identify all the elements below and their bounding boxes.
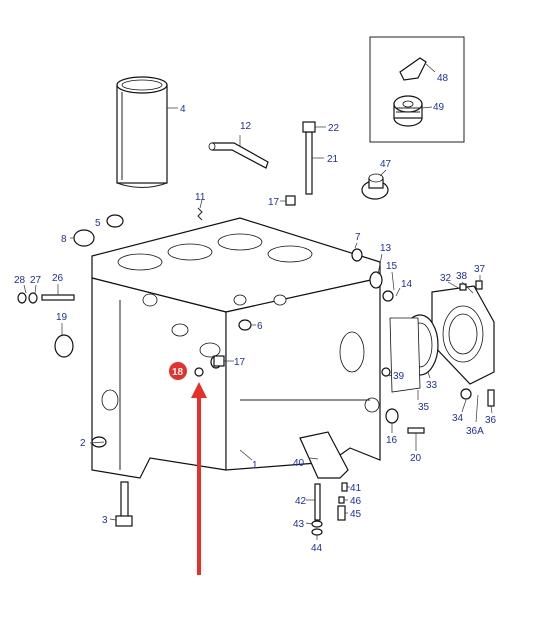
callout-5: 5 xyxy=(95,218,101,229)
callout-18: 18 xyxy=(172,367,184,378)
callout-7: 7 xyxy=(355,232,361,243)
callout-16: 16 xyxy=(386,435,398,446)
callout-11: 11 xyxy=(195,192,206,203)
callout-21: 21 xyxy=(327,154,339,165)
part-5-plug xyxy=(106,214,124,228)
callout-38: 38 xyxy=(456,271,468,282)
part-48-plug xyxy=(399,57,427,81)
callout-20: 20 xyxy=(410,453,422,464)
callout-36: 36 xyxy=(485,415,497,426)
callout-33: 33 xyxy=(426,380,438,391)
callout-40: 40 xyxy=(293,458,305,469)
callout-48: 48 xyxy=(437,73,449,84)
part-44-nut xyxy=(311,528,323,536)
part-15-plug xyxy=(382,290,394,302)
callout-47: 47 xyxy=(380,159,392,170)
callout-37: 37 xyxy=(474,264,486,275)
part-46-washer xyxy=(338,496,345,504)
callout-41: 41 xyxy=(350,483,362,494)
part-2-plug xyxy=(91,436,107,448)
part-49-threaded-plug xyxy=(393,95,423,127)
part-39-washer xyxy=(381,367,391,377)
callout-13: 13 xyxy=(380,243,392,254)
callout-32: 32 xyxy=(440,273,452,284)
callout-22: 22 xyxy=(328,123,340,134)
part-41-pin xyxy=(341,482,348,492)
callout-4: 4 xyxy=(180,104,186,115)
part-26-bolt xyxy=(41,294,75,301)
callout-26: 26 xyxy=(52,273,64,284)
callout-35: 35 xyxy=(418,402,430,413)
callout-42: 42 xyxy=(295,496,307,507)
callout-36a: 36A xyxy=(466,426,484,437)
part-37-bolt xyxy=(475,280,483,290)
callout-1: 1 xyxy=(252,460,258,471)
callout-2: 2 xyxy=(80,438,86,449)
part-28-washer xyxy=(17,292,27,304)
part-38-bolt xyxy=(459,283,467,291)
callout-3: 3 xyxy=(102,515,108,526)
part-42-bolt xyxy=(314,483,321,521)
callout-46: 46 xyxy=(350,496,362,507)
part-1-engine-block xyxy=(91,217,381,479)
part-17-fitting-lower xyxy=(210,355,225,369)
part-13-plug xyxy=(369,271,383,289)
callout-39: 39 xyxy=(393,371,405,382)
part-27-nut xyxy=(28,292,38,304)
callout-17-lower: 17 xyxy=(234,357,246,368)
callout-34: 34 xyxy=(452,413,464,424)
callout-14: 14 xyxy=(401,279,413,290)
callout-28: 28 xyxy=(14,275,26,286)
part-34-washer xyxy=(460,388,472,400)
callout-15: 15 xyxy=(386,261,398,272)
part-35-gasket xyxy=(389,317,421,393)
part-17-fitting-top xyxy=(285,195,296,206)
part-20-pin xyxy=(407,427,425,434)
part-43-washer xyxy=(311,520,323,528)
callout-44: 44 xyxy=(311,543,323,554)
part-32-rear-cover xyxy=(431,285,495,385)
callout-43: 43 xyxy=(293,519,305,530)
part-19-cover xyxy=(54,334,74,358)
callout-labels: 1 2 3 4 5 6 7 8 11 12 13 14 15 16 17 17 … xyxy=(14,73,497,554)
callout-49: 49 xyxy=(433,102,445,113)
callout-17-top: 17 xyxy=(268,197,280,208)
part-3-bolt xyxy=(115,481,133,527)
part-47-cap xyxy=(361,173,389,200)
part-7-plug xyxy=(351,248,363,262)
part-16-plug xyxy=(385,408,399,424)
part-36-bolt xyxy=(487,389,495,407)
highlight-marker xyxy=(169,362,187,380)
part-12-tube xyxy=(208,142,269,169)
part-40-bracket xyxy=(299,431,349,479)
part-21-stud xyxy=(305,131,313,195)
callout-6: 6 xyxy=(257,321,263,332)
part-6-plug xyxy=(238,319,252,331)
highlight-arrow xyxy=(191,382,207,575)
callout-45: 45 xyxy=(350,509,362,520)
inset-box xyxy=(369,36,465,143)
part-18-highlighted-stud xyxy=(194,367,204,377)
part-4-cylinder-liner xyxy=(116,76,168,188)
part-45-bolt xyxy=(337,505,346,521)
callout-27: 27 xyxy=(30,275,42,286)
leader-lines xyxy=(23,199,493,540)
part-22-nut xyxy=(302,121,316,133)
callout-12: 12 xyxy=(240,121,252,132)
part-8-plug xyxy=(73,229,95,247)
callout-19: 19 xyxy=(56,312,68,323)
callout-8: 8 xyxy=(61,234,67,245)
